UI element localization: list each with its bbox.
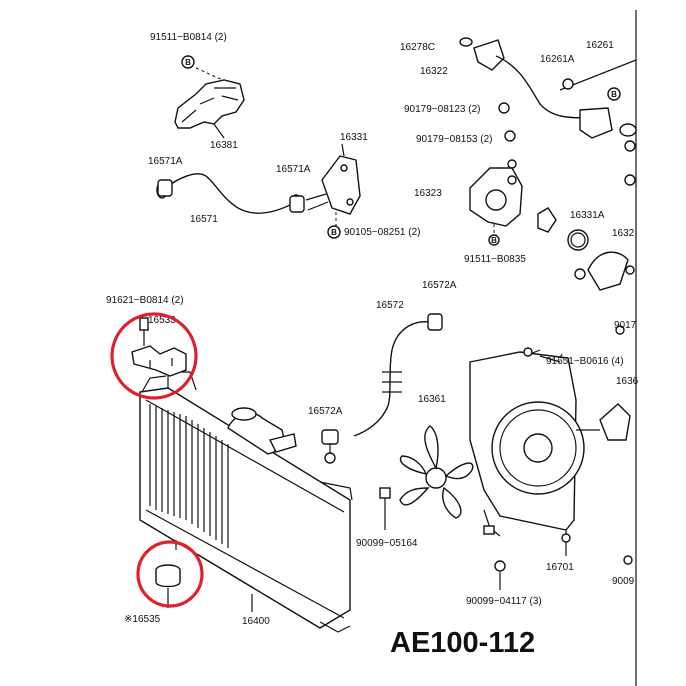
svg-text:B: B	[611, 90, 617, 99]
thermostat-housing-16323: B	[469, 159, 636, 291]
label-16361: 16361	[418, 394, 446, 405]
label-16535: ※16535	[124, 614, 161, 625]
label-91621-b0814: 91621−B0814 (2)	[106, 295, 184, 306]
label-16533: 16533	[148, 315, 176, 326]
label-90179-08123: 90179−08123 (2)	[404, 104, 480, 115]
cushion-16535	[155, 564, 181, 608]
fan-16361	[379, 425, 474, 530]
highlight-circle-bottom	[136, 540, 204, 608]
label-90179-08153: 90179−08153 (2)	[416, 134, 492, 145]
label-90099-04117: 90099−04117 (3)	[466, 596, 542, 607]
label-91651-b0616: 91651−B0616 (4)	[546, 356, 624, 367]
highlight-circle-top	[110, 312, 198, 400]
hose-16571	[156, 173, 305, 214]
label-90099-05164: 90099−05164	[356, 538, 418, 549]
label-16323: 16323	[414, 188, 442, 199]
label-16331: 16331	[340, 132, 368, 143]
water-pipe-16322: B	[459, 37, 637, 152]
catalog-code: AE100-112	[390, 627, 535, 659]
label-91511-b0835: 91511−B0835	[464, 254, 526, 265]
label-16571a-left: 16571A	[148, 156, 183, 167]
label-16572: 16572	[376, 300, 404, 311]
label-16571: 16571	[190, 214, 218, 225]
radiator-16400	[139, 371, 353, 633]
svg-text:B: B	[491, 236, 497, 245]
label-16261a: 16261A	[540, 54, 575, 65]
label-16571a-right: 16571A	[276, 164, 311, 175]
label-9009-cut: 9009	[612, 576, 635, 587]
label-16572a-mid: 16572A	[308, 406, 343, 417]
label-16261: 16261	[586, 40, 614, 51]
svg-text:B: B	[185, 58, 191, 67]
label-16701: 16701	[546, 562, 574, 573]
label-16278c: 16278C	[400, 42, 435, 53]
label-91511-b0814: 91511−B0814 (2)	[150, 32, 227, 43]
bracket-16381: B	[174, 55, 245, 139]
label-90105-08251: 90105−08251 (2)	[344, 227, 420, 238]
support-16533	[131, 317, 187, 377]
label-9017-cut: 9017	[614, 320, 637, 331]
label-16331a: 16331A	[570, 210, 605, 221]
label-16572a-top: 16572A	[422, 280, 457, 291]
svg-text:B: B	[331, 228, 337, 237]
label-16400: 16400	[242, 616, 270, 627]
radiator-core	[149, 404, 229, 548]
label-16322: 16322	[420, 66, 448, 77]
label-16381: 16381	[210, 140, 238, 151]
label-1636-cut: 1636	[616, 376, 639, 387]
fan-shroud-16701	[469, 325, 633, 590]
outlet-16331: B	[305, 143, 361, 239]
label-1632-cut: 1632	[612, 228, 635, 239]
lower-hose-16572	[321, 313, 443, 464]
